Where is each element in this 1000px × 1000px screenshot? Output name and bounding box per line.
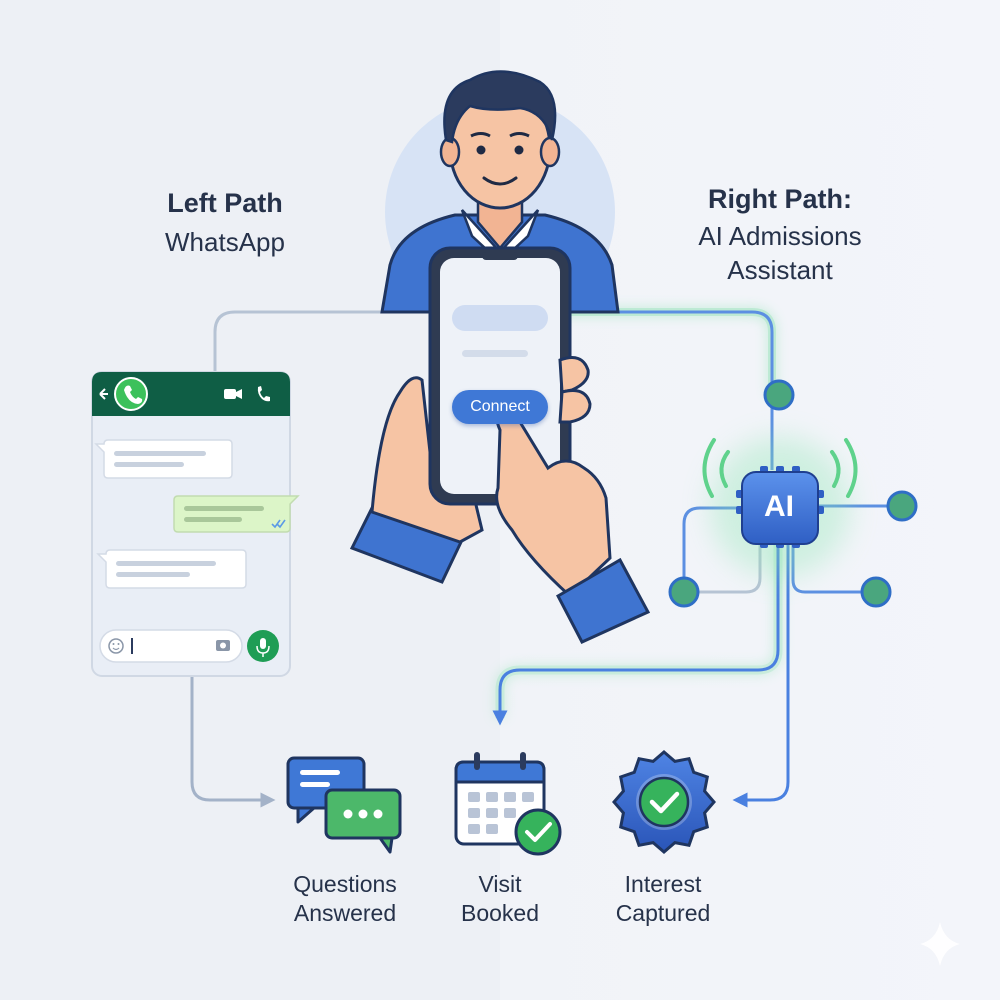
signal-waves-icon <box>702 438 858 498</box>
outcome-line-2: Booked <box>460 900 539 926</box>
emoji-icon[interactable] <box>108 638 124 654</box>
person-hair <box>443 70 557 144</box>
whatsapp-logo-icon <box>114 377 148 411</box>
outcome-line-2: Captured <box>615 900 711 926</box>
right-path-title: Right Path: <box>708 184 852 214</box>
ai-assistant-node <box>702 437 858 577</box>
node-left <box>668 576 700 608</box>
message-input[interactable] <box>99 629 243 663</box>
outcome-line-1: Visit <box>478 871 522 897</box>
phone-call-icon[interactable] <box>257 386 270 402</box>
camera-icon[interactable] <box>216 640 230 651</box>
node-top <box>763 379 795 411</box>
left-connector <box>190 310 440 808</box>
right-path-subtitle-line2: Assistant <box>727 255 833 285</box>
connect-button[interactable]: Connect <box>452 390 548 424</box>
outcome-visit-booked: Visit Booked <box>420 870 580 928</box>
outcome-questions-answered: Questions Answered <box>265 870 425 928</box>
outcome-line-2: Answered <box>293 900 397 926</box>
chat-bubbles-icon <box>286 756 402 854</box>
calendar-check-icon <box>454 752 562 856</box>
right-connector <box>492 308 902 808</box>
microphone-icon[interactable] <box>247 630 279 662</box>
ai-chip <box>741 471 819 545</box>
circuit-nodes <box>668 379 918 608</box>
ai-label: AI <box>764 490 794 523</box>
node-right <box>886 490 918 522</box>
outcome-interest-captured: Interest Captured <box>583 870 743 928</box>
video-call-icon[interactable] <box>224 389 242 399</box>
outcome-line-1: Questions <box>293 871 397 897</box>
sparkle-icon <box>920 922 960 966</box>
whatsapp-window <box>91 371 300 677</box>
incoming-message-2 <box>96 549 247 589</box>
back-arrow-icon[interactable] <box>99 388 108 400</box>
outgoing-message <box>173 495 300 533</box>
incoming-message-1 <box>94 439 233 479</box>
phone-illustration <box>349 246 651 644</box>
screen-input-placeholder <box>452 305 548 331</box>
check-badge-icon <box>612 750 716 854</box>
text-cursor <box>131 638 133 654</box>
left-path-subtitle: WhatsApp <box>165 227 285 257</box>
left-path-title: Left Path <box>167 188 283 218</box>
right-path-subtitle-line1: AI Admissions <box>698 221 862 251</box>
node-bottom-right <box>860 576 892 608</box>
outcome-line-1: Interest <box>624 871 702 897</box>
